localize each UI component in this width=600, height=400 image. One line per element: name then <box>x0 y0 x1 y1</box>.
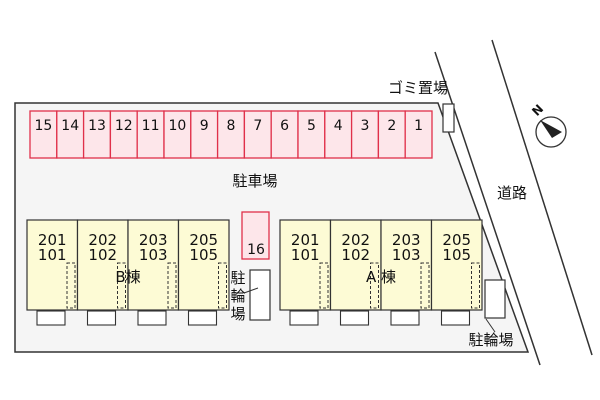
unit-number-upper: 205 <box>442 231 471 249</box>
unit-number-lower: 101 <box>38 246 67 264</box>
unit-number-upper: 203 <box>139 231 168 249</box>
bicycle-label-char-3: 場 <box>230 305 245 323</box>
north-arrow: N <box>529 102 567 148</box>
parking-slot-label: 5 <box>307 118 316 134</box>
unit-number-lower: 105 <box>442 246 471 264</box>
parking-slot <box>29 110 58 159</box>
balcony <box>36 310 66 326</box>
parking-slot-label: 10 <box>168 118 186 134</box>
balcony <box>289 310 319 326</box>
balcony <box>339 310 370 326</box>
unit-entrance <box>66 262 76 309</box>
bicycle-label-pointer <box>243 287 259 294</box>
unit-number-upper: 202 <box>341 231 370 249</box>
balcony <box>86 310 117 326</box>
unit-number-upper: 201 <box>38 231 67 249</box>
parking-slot-label: 4 <box>334 118 343 134</box>
parking-slot-label: 12 <box>115 118 133 134</box>
unit-number-lower: 102 <box>88 246 117 264</box>
parking-slot-label: 1 <box>414 118 423 134</box>
balcony <box>440 310 471 326</box>
balcony <box>137 310 167 326</box>
parking-slot-label: 13 <box>88 118 106 134</box>
road-edge-right <box>491 39 593 356</box>
road-label: 道路 <box>497 184 527 202</box>
bicycle-label-char-2: 輪 <box>230 287 245 305</box>
bicycle-right-label: 駐輪場 <box>468 331 513 349</box>
bicycle-parking-right <box>484 279 506 319</box>
parking-label: 駐車場 <box>232 172 277 190</box>
unit-number-upper: 205 <box>189 231 218 249</box>
building-label: A 棟 <box>366 268 396 286</box>
parking-slot-label: 6 <box>280 118 289 134</box>
parking-slot <box>163 110 192 159</box>
north-label: N <box>529 102 546 119</box>
unit <box>127 219 180 311</box>
balcony <box>390 310 420 326</box>
parking-slot <box>297 110 326 159</box>
parking-slot-label: 2 <box>387 118 396 134</box>
parking-slot-label: 7 <box>253 118 262 134</box>
unit-number-lower: 102 <box>341 246 370 264</box>
north-arrow-icon <box>540 120 562 138</box>
parking-slot-label: 8 <box>227 118 236 134</box>
garbage-area <box>442 103 455 133</box>
unit <box>177 219 230 311</box>
unit-entrance <box>218 262 227 309</box>
parking-slot <box>270 110 299 159</box>
unit-number-upper: 201 <box>291 231 320 249</box>
unit <box>329 219 382 311</box>
unit <box>26 219 79 311</box>
parking-slot <box>324 110 353 159</box>
parking-slot <box>136 110 165 159</box>
unit-entrance <box>167 262 177 309</box>
bicycle-parking-center <box>249 269 271 321</box>
unit-entrance <box>319 262 329 309</box>
unit-number-upper: 203 <box>392 231 421 249</box>
unit <box>430 219 483 311</box>
unit-entrance <box>117 262 126 309</box>
parking-slot <box>109 110 138 159</box>
bicycle-label-char-1: 駐 <box>230 269 245 287</box>
unit <box>380 219 433 311</box>
unit-entrance <box>471 262 480 309</box>
bicycle-right-pointer <box>485 318 496 333</box>
parking-slot <box>190 110 219 159</box>
unit-entrance <box>420 262 430 309</box>
garbage-label: ゴミ置場 <box>388 79 448 97</box>
balcony <box>187 310 218 326</box>
unit-entrance <box>370 262 379 309</box>
parking-slot-label: 11 <box>142 118 160 134</box>
unit-number-lower: 105 <box>189 246 218 264</box>
unit-number-lower: 103 <box>139 246 168 264</box>
parking-slot <box>377 110 406 159</box>
parking-slot-label: 14 <box>61 118 79 134</box>
parking-slot-16 <box>241 211 270 260</box>
parking-slots: 15 14 13 12 11 10 9 8 7 6 5 4 3 2 1 <box>29 110 433 159</box>
parking-slot-16-label: 16 <box>247 242 265 258</box>
unit <box>279 219 332 311</box>
unit <box>76 219 129 311</box>
unit-number-lower: 101 <box>291 246 320 264</box>
buildings: 201101202102203103205105B棟20110120210220… <box>26 219 483 326</box>
building-label: B棟 <box>115 268 140 286</box>
unit-number-upper: 202 <box>88 231 117 249</box>
parking-slot <box>216 110 246 159</box>
parking-slot-label: 3 <box>361 118 370 134</box>
unit-number-lower: 103 <box>392 246 421 264</box>
parking-slot-label: 9 <box>200 118 209 134</box>
parking-slot <box>404 110 433 159</box>
parking-slot-label: 15 <box>34 118 52 134</box>
parking-slot <box>82 110 112 159</box>
